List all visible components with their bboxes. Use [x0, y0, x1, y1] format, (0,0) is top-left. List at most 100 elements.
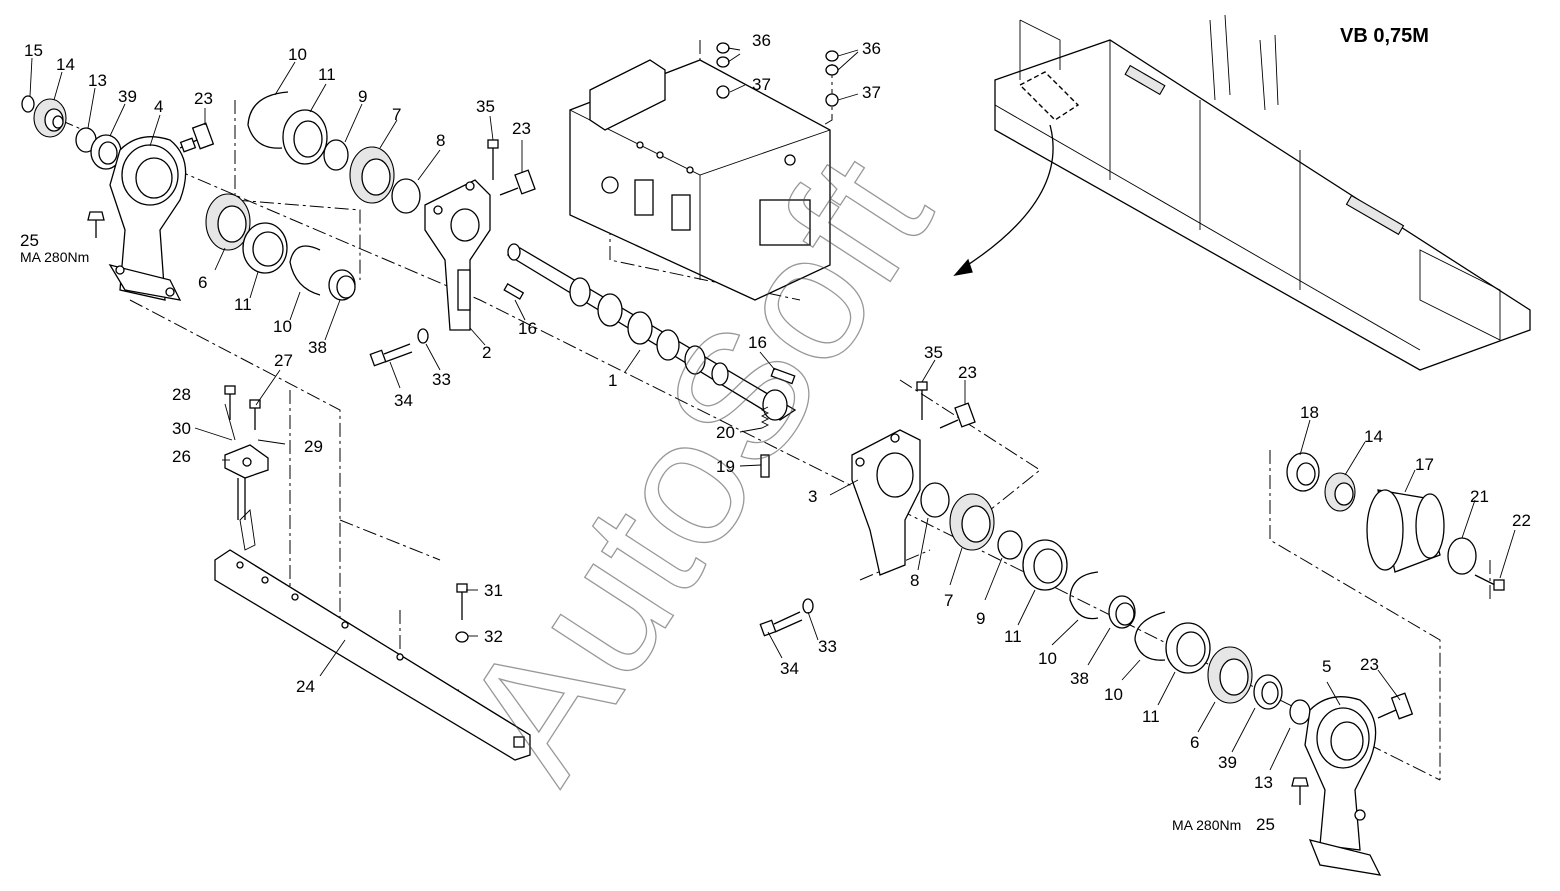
part-6-roller-bearing-left	[205, 193, 251, 251]
part-35-bolt-right	[916, 381, 928, 420]
callout-11: 11	[234, 295, 252, 314]
callout-16: 16	[518, 319, 537, 338]
callout-10: 10	[273, 317, 292, 336]
callout-23: 23	[194, 89, 213, 108]
part-16-key-right	[770, 367, 796, 385]
callout-9: 9	[358, 87, 367, 106]
callout-39: 39	[1218, 753, 1237, 772]
part-9-ring-right	[997, 530, 1023, 560]
part-14-sprocket-left	[33, 98, 67, 138]
callout-3: 3	[808, 487, 817, 506]
callout-6: 6	[198, 273, 207, 292]
part-14-sprocket-right	[1324, 472, 1356, 512]
part-21-cover	[1447, 537, 1477, 575]
part-39-spacer-left	[90, 134, 122, 170]
callout-11: 11	[1142, 707, 1160, 726]
part-6-roller-bearing-right	[1207, 646, 1253, 704]
callout-13: 13	[88, 71, 107, 90]
part-18-sleeve	[1286, 452, 1320, 492]
part-13-ring-right	[1289, 699, 1311, 725]
callout-25: 25	[1256, 815, 1275, 834]
callout-10: 10	[288, 45, 307, 64]
callout-7: 7	[944, 591, 953, 610]
part-10-circlip-right-2	[1134, 611, 1166, 661]
callout-5: 5	[1322, 657, 1331, 676]
callout-35: 35	[476, 97, 495, 116]
callout-38: 38	[1070, 669, 1089, 688]
callout-20: 20	[716, 423, 735, 442]
callout-36: 36	[862, 39, 881, 58]
callout-34: 34	[394, 391, 413, 410]
part-35-bolt-left	[487, 139, 499, 180]
callout-18: 18	[1300, 403, 1319, 422]
part-8-seal-right	[920, 482, 950, 518]
part-28-27-bolts	[224, 385, 261, 430]
callout-21: 21	[1470, 487, 1489, 506]
callout-22: 22	[1512, 511, 1531, 530]
part-34-bolt-right	[759, 611, 803, 637]
callout-1: 1	[608, 371, 617, 390]
callout-32: 32	[484, 627, 503, 646]
machine-frame-center	[569, 59, 831, 301]
callout-34: 34	[780, 659, 799, 678]
callout-10: 10	[1038, 649, 1057, 668]
part-38-sleeve-right	[1108, 595, 1136, 629]
part-38-sleeve-left	[328, 269, 356, 301]
part-22-bolt	[1474, 574, 1505, 591]
part-26-clamp	[224, 444, 269, 520]
callout-38: 38	[308, 338, 327, 357]
callout-37: 37	[752, 75, 771, 94]
part-11-washer-left-bottom	[242, 222, 288, 274]
part-2-bracket-left	[424, 179, 491, 331]
callout-14: 14	[56, 55, 75, 74]
part-3-bracket-right	[851, 429, 921, 576]
torque-note-right: MA 280Nm	[1172, 817, 1241, 833]
callout-8: 8	[436, 131, 445, 150]
part-17-hub	[1366, 489, 1445, 573]
part-33-washer-left	[417, 328, 429, 344]
part-10-circlip-left-bottom	[289, 245, 321, 296]
part-36-37-nuts	[716, 42, 839, 107]
diagram-title: VB 0,75M	[1340, 25, 1429, 47]
part-39-spacer-right	[1253, 674, 1283, 710]
part-31-32-bolt-nut	[455, 583, 469, 643]
leader-lines	[29, 47, 1516, 771]
part-23-sensor-right-mid	[939, 402, 976, 429]
part-15-circlip	[21, 95, 35, 113]
callout-27: 27	[274, 351, 293, 370]
part-8-seal-left	[391, 178, 421, 214]
callout-23: 23	[1360, 655, 1379, 674]
callout-31: 31	[484, 581, 503, 600]
part-7-bearing-left	[349, 146, 395, 204]
callout-16: 16	[748, 333, 767, 352]
callout-15: 15	[24, 41, 43, 60]
callout-37: 37	[862, 83, 881, 102]
part-34-bolt-left	[369, 343, 413, 367]
callout-26: 26	[172, 447, 191, 466]
callout-2: 2	[482, 343, 491, 362]
part-19-pin	[760, 454, 770, 478]
callout-36: 36	[752, 31, 771, 50]
part-10-circlip-left-top	[247, 91, 289, 149]
callout-35: 35	[924, 343, 943, 362]
part-20-spring	[760, 406, 770, 429]
part-5-bearing-housing-right	[1304, 696, 1382, 876]
callout-8: 8	[910, 571, 919, 590]
callout-23: 23	[512, 119, 531, 138]
callout-24: 24	[296, 677, 315, 696]
part-10-circlip-right-1	[1069, 571, 1099, 620]
torque-note-left: MA 280Nm	[20, 249, 89, 265]
callout-33: 33	[818, 637, 837, 656]
callout-numbers: 15 14 13 39 4 23 25 6 11 10 38 10 11 9 7…	[20, 31, 1531, 834]
callout-29: 29	[304, 437, 323, 456]
callout-33: 33	[432, 370, 451, 389]
part-16-key-left	[503, 283, 525, 300]
part-23-sensor-right-bottom	[1377, 692, 1414, 720]
part-24-rail	[214, 509, 531, 761]
callout-30: 30	[172, 419, 191, 438]
part-1-shaft	[506, 243, 797, 421]
part-11-washer-right-2	[1165, 622, 1211, 674]
callout-11: 11	[318, 65, 336, 84]
